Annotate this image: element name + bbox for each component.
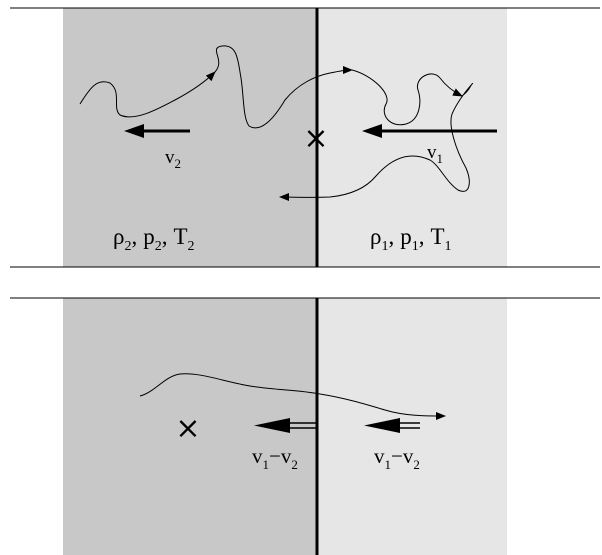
top-v2-label: v2 bbox=[165, 147, 181, 171]
top-right-region bbox=[317, 8, 507, 267]
bottom-cross: × bbox=[175, 411, 200, 446]
bottom-panel: × v1−v2 v1−v2 bbox=[10, 297, 600, 555]
bottom-rel-right-label: v1−v2 bbox=[374, 444, 420, 472]
top-v2-arrowhead bbox=[124, 124, 144, 138]
top-state-right: ρ1,p1,T1 bbox=[370, 224, 452, 254]
top-v1-arrowhead bbox=[362, 124, 382, 138]
bottom-right-region bbox=[317, 298, 507, 555]
top-random-path-2 bbox=[214, 45, 353, 129]
top-random-path bbox=[79, 71, 216, 118]
bottom-random-path bbox=[139, 373, 446, 420]
top-panel: × v2 v1 ρ2,p2,T2 ρ1,p1,T1 bbox=[10, 7, 600, 268]
bottom-left-arrowhead bbox=[254, 418, 290, 433]
top-state-left: ρ2,p2,T2 bbox=[113, 224, 195, 254]
top-random-path-3 bbox=[351, 69, 463, 126]
top-v1-label: v1 bbox=[427, 142, 443, 166]
top-random-path-4 bbox=[279, 82, 474, 202]
bottom-right-arrowhead bbox=[364, 418, 400, 433]
top-cross: × bbox=[303, 121, 328, 156]
bottom-rel-left-label: v1−v2 bbox=[252, 444, 298, 472]
top-left-region bbox=[63, 8, 317, 267]
